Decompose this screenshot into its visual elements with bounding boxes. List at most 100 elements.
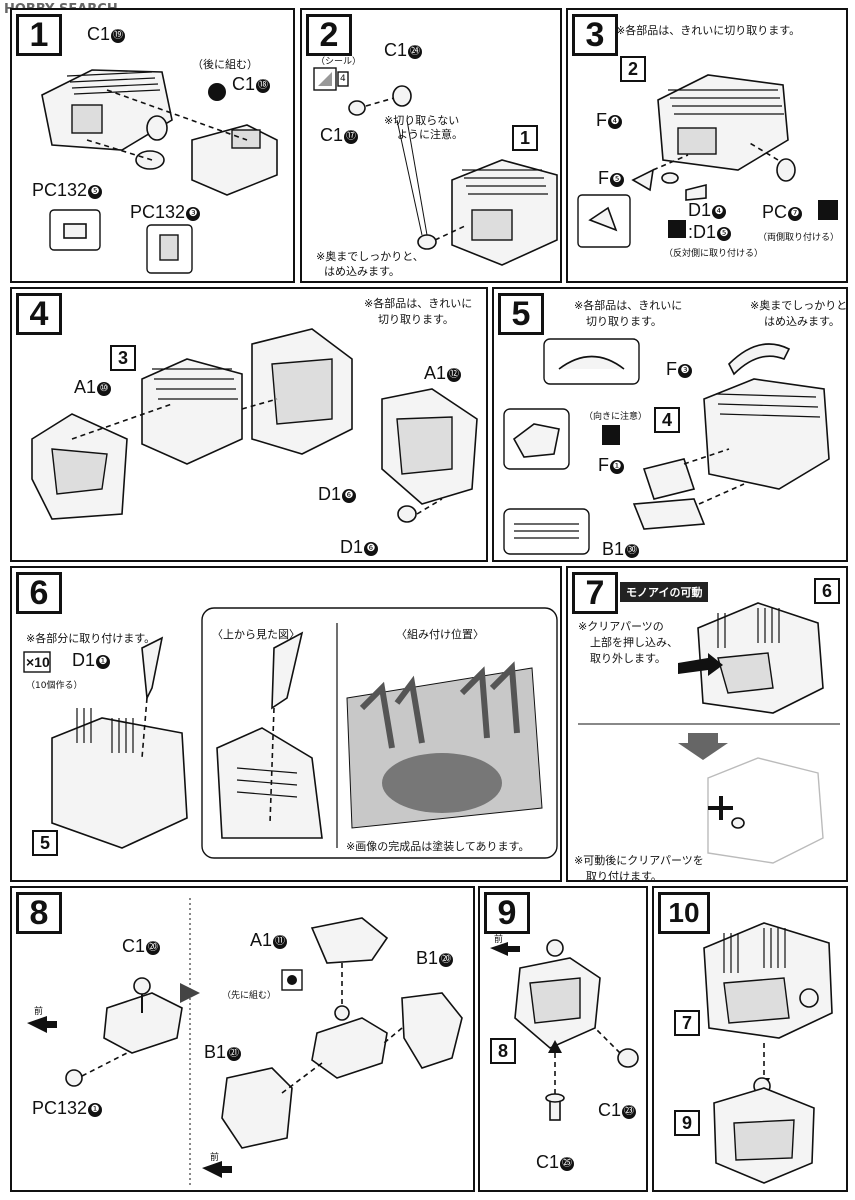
part-number: ❻ bbox=[342, 489, 357, 503]
part-number: ⑩ bbox=[97, 382, 112, 396]
part-code: C1 bbox=[384, 40, 408, 60]
part-code: PC132 bbox=[32, 180, 88, 200]
part-code: A1 bbox=[424, 363, 447, 383]
part-code: :D1 bbox=[688, 222, 717, 242]
ref-box-7: 7 bbox=[674, 1010, 700, 1036]
part-code: A1 bbox=[250, 930, 273, 950]
cut-note-2: 切り取ります。 bbox=[586, 315, 662, 328]
part-number: ㉕ bbox=[560, 1157, 575, 1171]
part-number: ❹ bbox=[608, 115, 622, 129]
part-number: ㉚ bbox=[625, 544, 640, 558]
step-5-panel: 5 ※各部品は、きれいに 切り取ります。 ※奥までしっかりと、 はめ込みます。 … bbox=[492, 287, 848, 562]
front-label: 前 bbox=[34, 1007, 44, 1017]
step-10-panel: 10 7 9 bbox=[652, 886, 848, 1192]
part-code: C1 bbox=[122, 936, 146, 956]
part-code: F bbox=[598, 168, 609, 188]
ref-box-2: 2 bbox=[620, 56, 646, 82]
step-6-illustration bbox=[23, 607, 558, 859]
step-8-illustration bbox=[27, 898, 463, 1188]
push-note-1: ※奥までしっかりと、 bbox=[316, 250, 424, 263]
front-label: 前 bbox=[494, 935, 504, 945]
part-number: ⑲ bbox=[111, 29, 126, 43]
multiplier-label: ×10 bbox=[26, 654, 50, 670]
step-3-illustration bbox=[577, 74, 838, 248]
step-number: 8 bbox=[16, 892, 62, 934]
cut-note-1: ※各部品は、きれいに bbox=[574, 299, 683, 312]
assemble-first-note: （先に組む） bbox=[222, 991, 277, 1001]
part-code: B1 bbox=[204, 1042, 227, 1062]
step-5-illustration bbox=[503, 338, 830, 555]
cut-note: ※各部品は、きれいに切り取ります。 bbox=[616, 24, 801, 37]
part-number: ❶ bbox=[96, 655, 111, 669]
monoeye-banner: モノアイの可動 bbox=[620, 582, 709, 602]
opposite-side-note: （反対側に取り付ける） bbox=[664, 249, 764, 259]
part-code: PC bbox=[762, 202, 788, 222]
step-number: 2 bbox=[306, 14, 352, 56]
part-code: D1 bbox=[340, 537, 364, 557]
part-code: C1 bbox=[536, 1152, 560, 1172]
part-number: ❶ bbox=[610, 460, 624, 474]
part-code: C1 bbox=[232, 74, 256, 94]
part-code: PC132 bbox=[130, 202, 186, 222]
part-number: ❺ bbox=[717, 227, 732, 241]
part-code: F bbox=[596, 110, 607, 130]
step-number: 4 bbox=[16, 293, 62, 335]
ref-box-3: 3 bbox=[110, 345, 136, 371]
cut-note-1: ※各部品は、きれいに bbox=[364, 297, 473, 310]
step-number: 10 bbox=[658, 892, 710, 934]
install-position-label: 〈組み付け位置〉 bbox=[396, 628, 484, 641]
step-number: 3 bbox=[572, 14, 618, 56]
step-10-illustration bbox=[703, 922, 833, 1184]
step-2-illustration bbox=[313, 67, 558, 266]
push-note-1: ※奥までしっかりと、 bbox=[750, 299, 848, 312]
clear-part-note-2: 上部を押し込み、 bbox=[590, 636, 678, 649]
make-10-note: （10個作る） bbox=[26, 681, 83, 691]
cut-note-2: 切り取ります。 bbox=[378, 313, 454, 326]
part-number: ⑫ bbox=[447, 368, 462, 382]
front-label-2: 前 bbox=[210, 1153, 220, 1163]
ref-box-8: 8 bbox=[490, 1038, 516, 1064]
part-code: D1 bbox=[72, 650, 96, 670]
part-number: ❹ bbox=[712, 205, 727, 219]
part-number: ㉔ bbox=[408, 45, 423, 59]
part-number: ❼ bbox=[788, 207, 803, 221]
clear-part-note-3: 取り外します。 bbox=[590, 652, 666, 665]
step-number: 9 bbox=[484, 892, 530, 934]
part-code: C1 bbox=[87, 24, 111, 44]
ref-box-1: 1 bbox=[512, 125, 538, 151]
part-number: ⑪ bbox=[273, 935, 288, 949]
seal-label: （シール） bbox=[316, 57, 362, 67]
attach-note: ※各部分に取り付けます。 bbox=[26, 632, 156, 645]
step-7-panel: 7 モノアイの可動 6 ※クリアパーツの 上部を押し込み、 取り外します。 ※可… bbox=[566, 566, 848, 882]
reattach-note-2: 取り付けます。 bbox=[586, 870, 662, 882]
push-note-2: はめ込みます。 bbox=[764, 315, 840, 328]
step-number: 1 bbox=[16, 14, 62, 56]
part-number: ㉑ bbox=[227, 1047, 242, 1061]
